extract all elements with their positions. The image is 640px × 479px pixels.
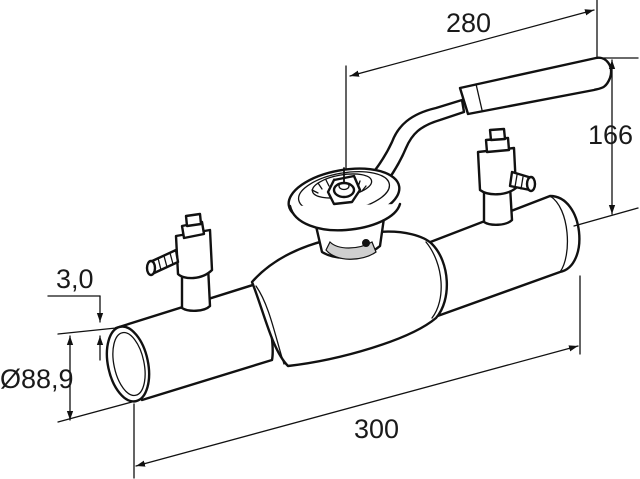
valve-body [250, 230, 448, 368]
left-vent-fitting [145, 212, 214, 312]
dimension-diameter [57, 327, 133, 423]
dimension-label-280: 280 [446, 8, 491, 38]
dimension-wall-thickness [47, 295, 104, 361]
dimension-label-166: 166 [588, 120, 633, 150]
dimension-280 [345, 0, 598, 171]
dimension-label-diameter: Ø88,9 [0, 364, 74, 394]
dimension-300 [133, 275, 581, 479]
stem-indicator-disc [287, 167, 402, 232]
dimension-label-wall-thickness: 3,0 [56, 264, 94, 294]
dimension-166 [573, 57, 639, 227]
dimension-label-300: 300 [354, 414, 399, 444]
right-vent-fitting [476, 127, 537, 226]
